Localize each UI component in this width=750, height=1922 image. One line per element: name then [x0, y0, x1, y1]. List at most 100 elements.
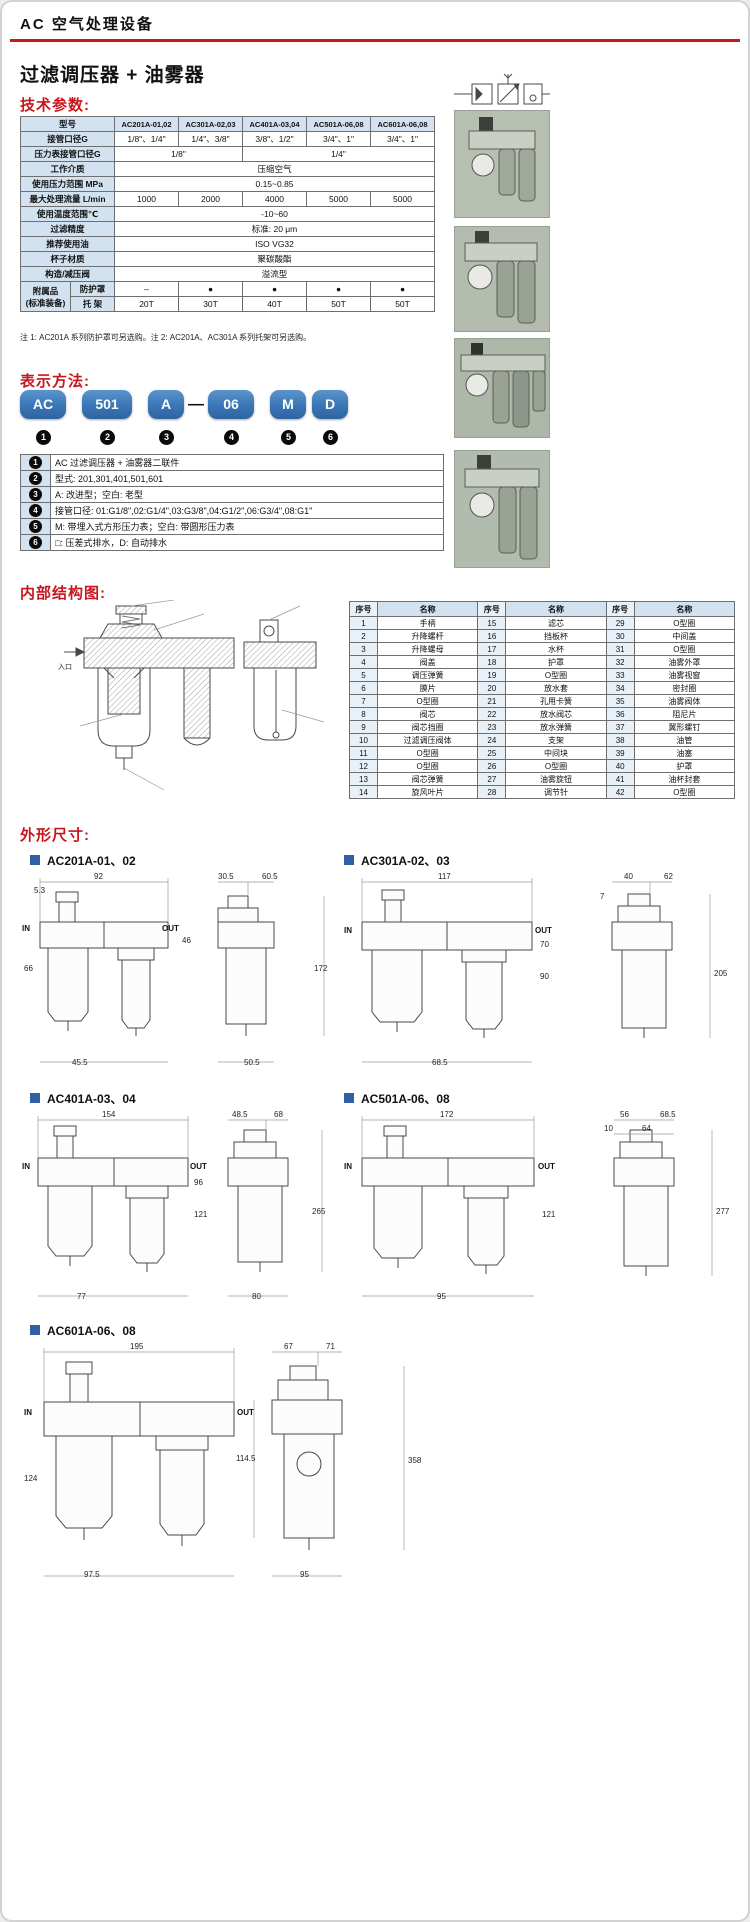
- drawing-label-ac601a: AC601A-06、08: [30, 1322, 136, 1339]
- part-name: 阀芯挡圈: [376, 720, 479, 734]
- accessory-label-line2: (标准装备): [25, 297, 66, 308]
- spec-model: AC501A-06,08: [306, 116, 372, 132]
- product-photo-3-svg: [460, 343, 546, 428]
- parts-row: 2 升降螺杆 16 挡板杯 30 中间盖: [349, 629, 736, 643]
- part-name: O型圈: [633, 616, 736, 630]
- part-name: O型圈: [505, 668, 607, 682]
- spec-row-medium: 工作介质 压缩空气: [19, 161, 436, 177]
- part-name: 油杯封套: [633, 772, 736, 786]
- spec-row-temp: 使用温度范围℃ -10~60: [19, 206, 436, 222]
- dim-label: 62: [664, 872, 673, 881]
- dim-label: 48.5: [232, 1110, 248, 1119]
- dim-label: 67: [284, 1342, 293, 1351]
- dim-label: 124: [24, 1474, 38, 1483]
- in-label: IN: [22, 924, 30, 933]
- part-name: O型圈: [376, 759, 479, 773]
- legend-row: 4 接管口径: 01:G1/8",02:G1/4",03:G3/8",04:G1…: [20, 502, 444, 519]
- part-number: 3: [349, 642, 378, 656]
- part-number: 4: [349, 655, 378, 669]
- product-photo-2: [454, 226, 550, 332]
- parts-row: 14 旋风叶片 28 调节针 42 O型圈: [349, 785, 736, 799]
- in-label: IN: [22, 1162, 30, 1171]
- out-label: OUT: [237, 1408, 254, 1417]
- spec-value: 1/4"、3/8": [178, 131, 244, 147]
- part-number: 7: [349, 694, 378, 708]
- code-description: A: 改进型；空白: 老型: [50, 486, 444, 503]
- part-number: 11: [349, 746, 378, 760]
- dim-label: 80: [252, 1292, 261, 1301]
- code-number-badge: 2: [29, 472, 42, 485]
- dim-label: 60.5: [262, 872, 278, 881]
- inlet-label: 入口: [58, 664, 72, 671]
- part-number: 29: [605, 616, 635, 630]
- spec-label: 使用温度范围℃: [19, 206, 116, 222]
- dim-label: 95: [300, 1570, 309, 1579]
- part-name: 放水套: [505, 681, 607, 695]
- part-number: 6: [349, 681, 378, 695]
- spec-label: 工作介质: [19, 161, 116, 177]
- parts-row: 1 手柄 15 滤芯 29 O型圈: [349, 616, 736, 630]
- product-photo-4-svg: [464, 455, 540, 560]
- part-number: 26: [477, 759, 507, 773]
- legend-row: 1 AC 过滤调压器 + 油雾器二联件: [20, 454, 444, 471]
- table-notes: 注 1: AC201A 系列防护罩可另选购。注 2: AC201A、AC301A…: [20, 333, 312, 342]
- dim-label: 68: [274, 1110, 283, 1119]
- dim-label: 66: [24, 964, 33, 973]
- drawing-svg-ac301a: [361, 878, 711, 1063]
- dim-label: 70: [540, 940, 549, 949]
- part-number: 37: [605, 720, 635, 734]
- spec-value: 1/4": [242, 146, 436, 162]
- parts-row: 6 膜片 20 放水套 34 密封圈: [349, 681, 736, 695]
- parts-row: 7 O型圈 21 孔用卡簧 35 油雾阀体: [349, 694, 736, 708]
- part-name: 滤芯: [505, 616, 607, 630]
- bullet-square-icon: [344, 1093, 354, 1103]
- part-name: 油雾外罩: [633, 655, 736, 669]
- part-number: 41: [605, 772, 635, 786]
- legend-row: 6 □: 压差式排水，D: 自动排水: [20, 534, 444, 551]
- spec-model: AC301A-02,03: [178, 116, 244, 132]
- pneumatic-symbol: [454, 72, 550, 108]
- part-number: 35: [605, 694, 635, 708]
- spec-value: ●: [306, 281, 372, 297]
- out-label: OUT: [535, 926, 552, 935]
- dim-label: 10: [604, 1124, 613, 1133]
- dim-label: 172: [440, 1110, 454, 1119]
- out-label: OUT: [538, 1162, 555, 1171]
- drawing-title: AC301A-02、03: [361, 854, 450, 868]
- dim-label: 68.5: [660, 1110, 676, 1119]
- spec-value: 溢流型: [114, 266, 436, 282]
- code-description: M: 带埋入式方形压力表；空白: 带圆形压力表: [50, 518, 444, 535]
- dimension-drawing-ac401a: IN OUT 154 48.5 68 96 121 265 77 80: [22, 1110, 332, 1302]
- bullet-square-icon: [30, 1325, 40, 1335]
- out-label: OUT: [190, 1162, 207, 1171]
- dim-label: 97.5: [84, 1570, 100, 1579]
- part-name: 油雾旋钮: [505, 772, 607, 786]
- parts-row: 4 阀盖 18 护罩 32 油雾外罩: [349, 655, 736, 669]
- part-name: 升降螺杆: [376, 629, 479, 643]
- code-description: 接管口径: 01:G1/8",02:G1/4",03:G3/8",04:G1/2…: [50, 502, 444, 519]
- parts-header-row: 序号 名称 序号 名称 序号 名称: [349, 601, 736, 617]
- dim-label: 77: [77, 1292, 86, 1301]
- spec-label: 过滤精度: [19, 221, 116, 237]
- header-divider: [10, 39, 740, 42]
- part-number: 16: [477, 629, 507, 643]
- spec-value: 1/8": [114, 146, 244, 162]
- spec-row-oil: 推荐使用油 ISO VG32: [19, 236, 436, 252]
- bullet-square-icon: [30, 855, 40, 865]
- dim-label: 30.5: [218, 872, 234, 881]
- code-badge-2: 2: [100, 430, 115, 445]
- drawing-label-ac401a: AC401A-03、04: [30, 1090, 136, 1107]
- tech-spec-table: 型号 AC201A-01,02 AC301A-02,03 AC401A-03,0…: [19, 116, 436, 312]
- drawing-label-ac301a: AC301A-02、03: [344, 852, 450, 869]
- part-name: 孔用卡簧: [505, 694, 607, 708]
- spec-row-cup: 杯子材质 聚碳酸酯: [19, 251, 436, 267]
- product-photo-2-svg: [464, 231, 538, 324]
- code-pill-series: AC: [20, 390, 66, 419]
- spec-value: 3/4"、1": [306, 131, 372, 147]
- in-label: IN: [344, 1162, 352, 1171]
- legend-number-cell: 3: [20, 486, 51, 503]
- parts-row: 13 阀芯弹簧 27 油雾旋钮 41 油杯封套: [349, 772, 736, 786]
- dim-label: 96: [194, 1178, 203, 1187]
- spec-model: AC401A-03,04: [242, 116, 308, 132]
